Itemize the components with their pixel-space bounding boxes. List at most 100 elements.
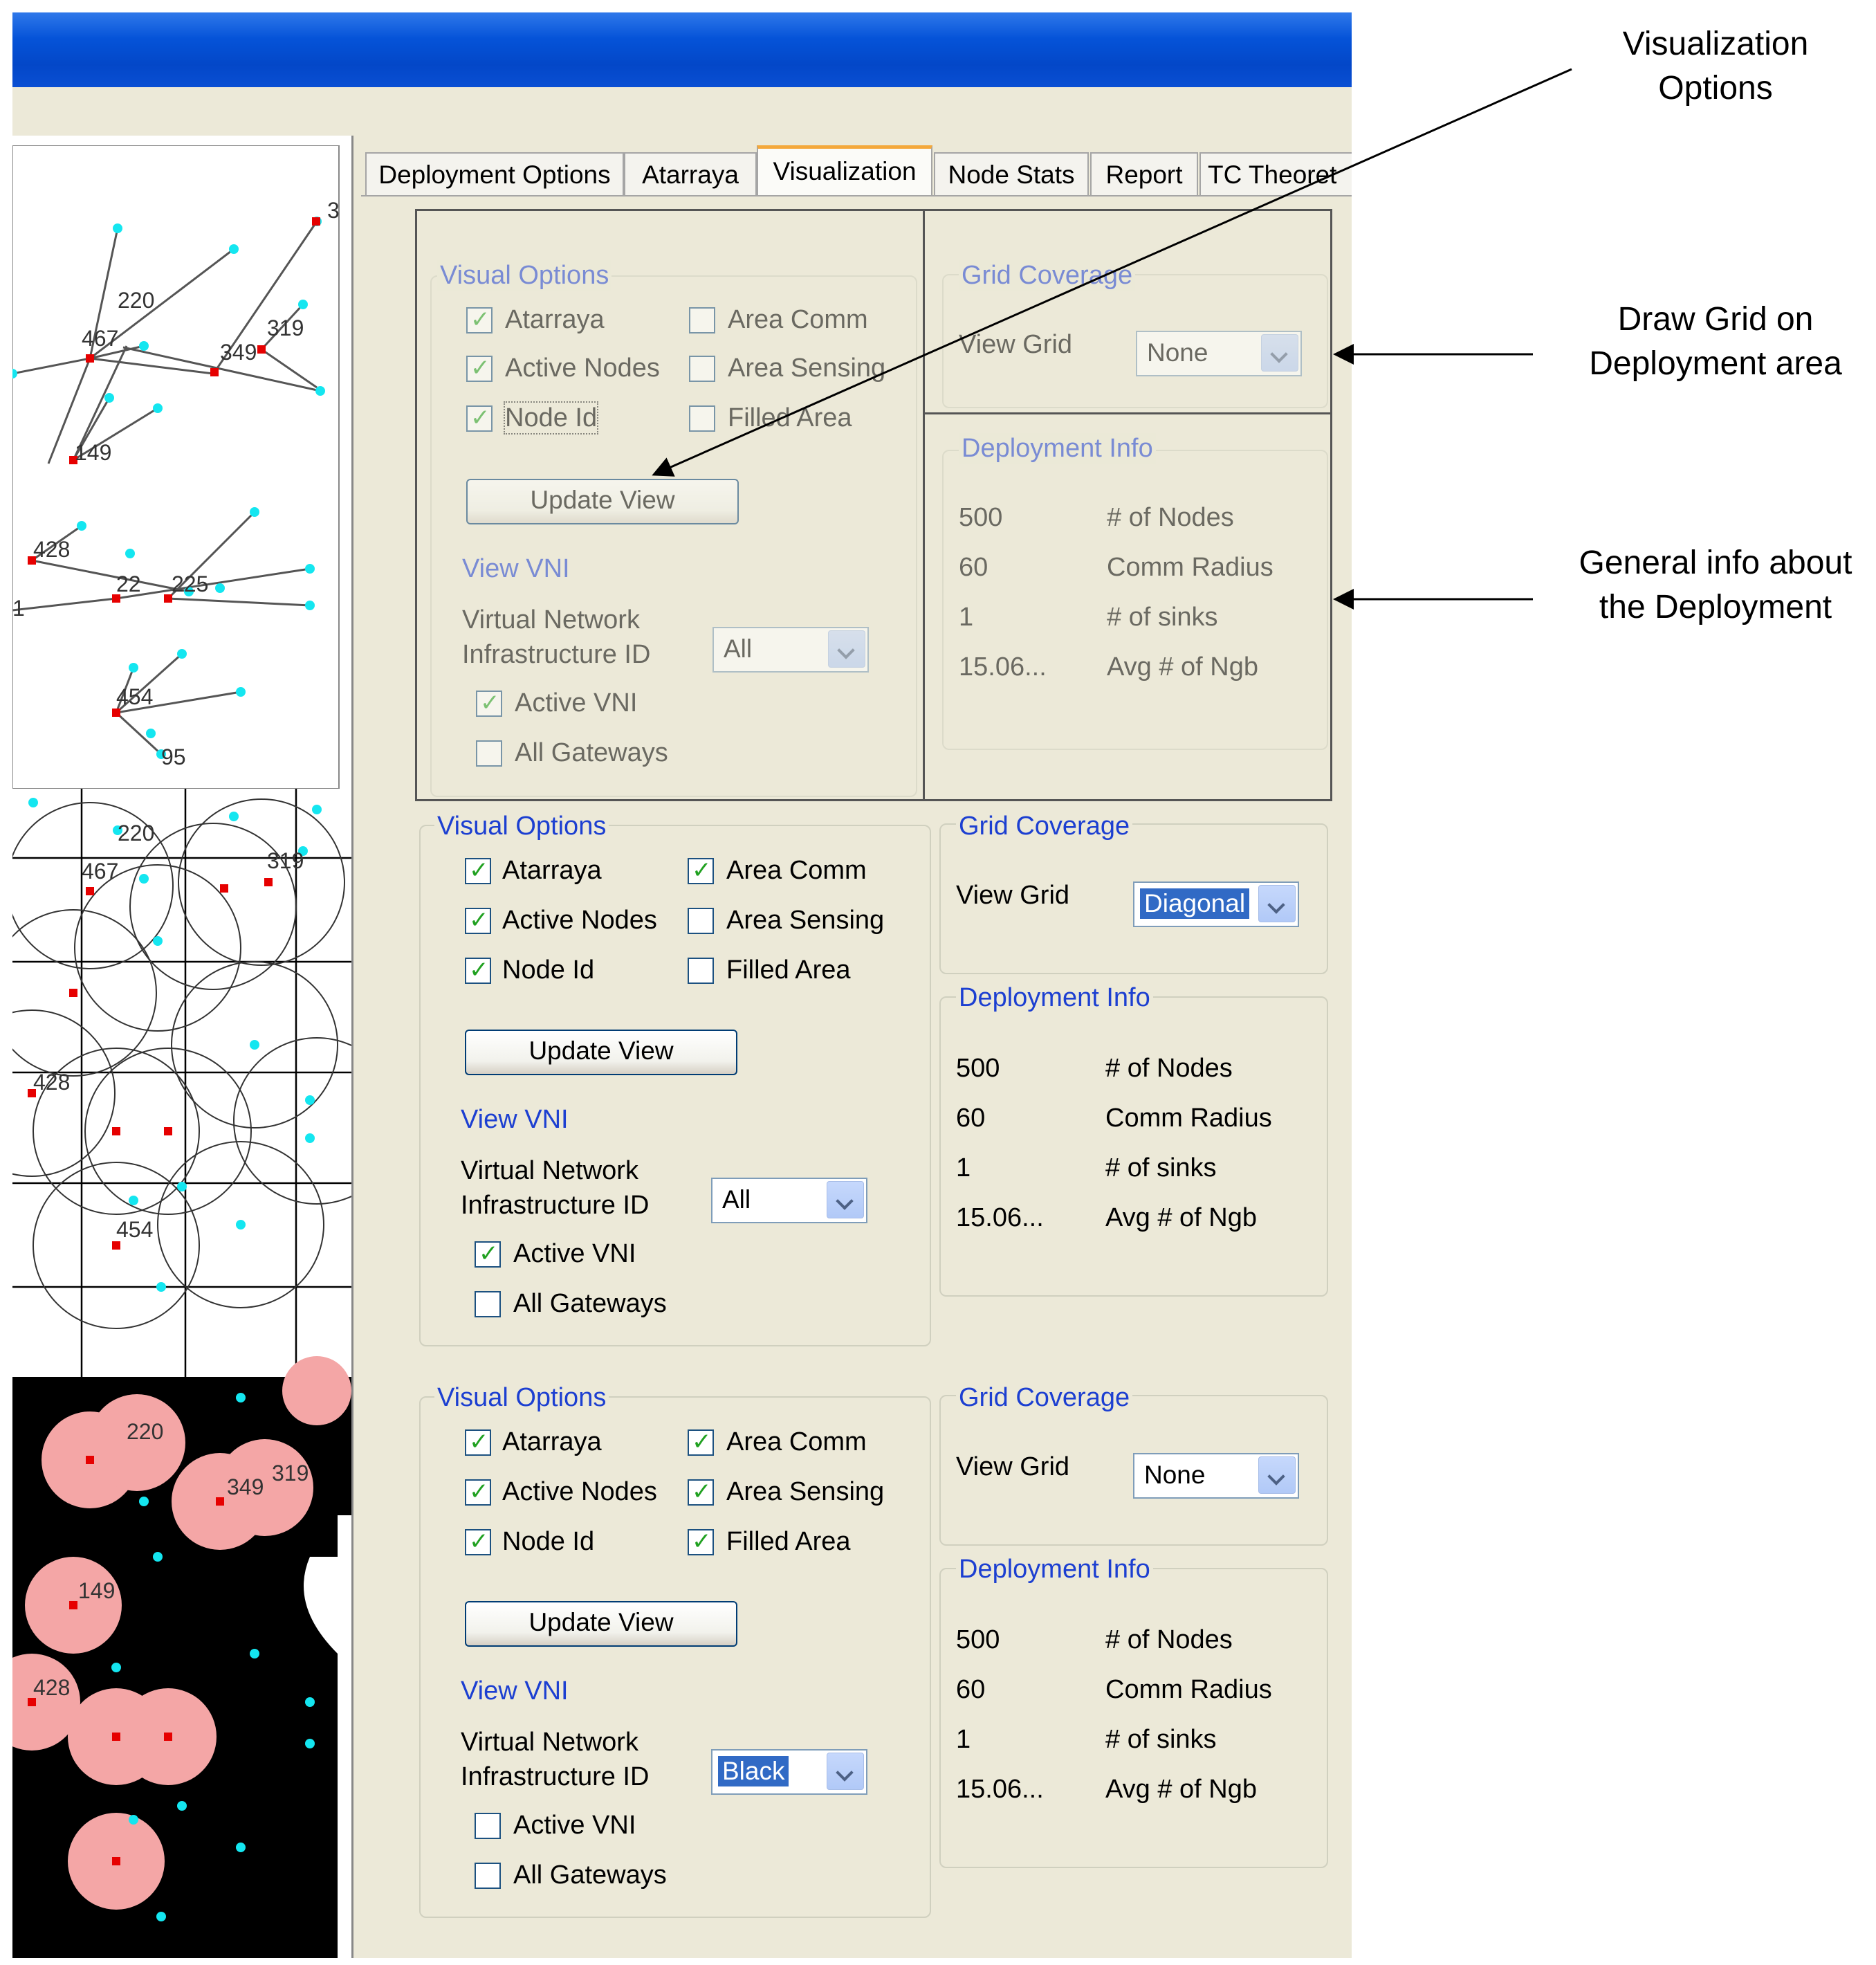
check-icon: ✓ [469, 1528, 489, 1555]
vni-label: Virtual Network [461, 1156, 638, 1185]
chevron-down-icon[interactable] [1261, 334, 1298, 372]
area-comm-checkbox[interactable]: ✓ [688, 1428, 714, 1456]
info-value: 500 [956, 1054, 1000, 1083]
sensing-areas [12, 1356, 351, 1910]
view-vni-link[interactable]: View VNI [462, 554, 570, 583]
node-label: 3 [327, 198, 340, 223]
node-label: 454 [116, 1217, 153, 1242]
grid-coverage-group [939, 823, 1328, 974]
chevron-down-icon[interactable] [827, 1181, 864, 1218]
chevron-down-icon[interactable] [1258, 885, 1296, 922]
view-vni-link[interactable]: View VNI [461, 1105, 569, 1134]
node-label: 319 [272, 1461, 309, 1486]
all-gateways-checkbox[interactable] [476, 740, 502, 767]
view-grid-select[interactable]: None [1136, 331, 1302, 376]
check-icon: ✓ [469, 857, 489, 884]
panel-1-frame [415, 209, 1332, 801]
annotation-line: Options [1658, 70, 1773, 107]
tab-report[interactable]: Report [1090, 152, 1198, 196]
view-grid-label: View Grid [956, 881, 1070, 910]
update-view-button[interactable]: Update View [465, 1601, 737, 1647]
vni-select-value: All [724, 634, 753, 663]
vni-label: Infrastructure ID [461, 1762, 650, 1791]
view-grid-label: View Grid [959, 330, 1073, 359]
area-sensing-checkbox[interactable]: ✓ [688, 1478, 714, 1506]
atarraya-checkbox[interactable]: ✓ [465, 1428, 491, 1456]
node-id-checkbox[interactable]: ✓ [466, 404, 493, 432]
active-vni-checkbox[interactable]: ✓ [476, 689, 502, 717]
view-vni-link[interactable]: View VNI [461, 1676, 569, 1706]
grid-coverage-legend: Grid Coverage [956, 1382, 1133, 1413]
view-grid-label: View Grid [956, 1452, 1070, 1481]
area-sensing-checkbox[interactable] [689, 356, 715, 382]
active-nodes-checkbox[interactable]: ✓ [466, 354, 493, 382]
panel-1-divider [923, 209, 925, 801]
vni-label: Virtual Network [461, 1728, 638, 1757]
tab-visualization[interactable]: Visualization [757, 145, 932, 196]
annotation-line: General info about [1579, 545, 1852, 581]
node-id-checkbox[interactable]: ✓ [465, 1528, 491, 1555]
node-label: 220 [118, 288, 154, 313]
node-label: 22 [116, 572, 141, 596]
update-view-button[interactable]: Update View [466, 479, 739, 524]
tab-tc-theoretical[interactable]: TC Theoret [1199, 152, 1352, 196]
view-grid-value: None [1147, 338, 1208, 367]
visual-options-legend: Visual Options [437, 260, 612, 291]
vni-select[interactable]: Black [711, 1749, 867, 1795]
info-label: # of Nodes [1107, 503, 1234, 532]
node-label: 1 [12, 596, 25, 621]
info-label: Avg # of Ngb [1107, 652, 1259, 682]
active-vni-checkbox[interactable]: ✓ [475, 1240, 501, 1268]
vni-select[interactable]: All [711, 1178, 867, 1223]
atarraya-checkbox[interactable]: ✓ [465, 857, 491, 884]
chevron-down-icon[interactable] [827, 1753, 864, 1790]
node-label: 428 [33, 537, 70, 562]
update-view-button[interactable]: Update View [465, 1030, 737, 1075]
tab-atarraya[interactable]: Atarraya [624, 152, 757, 196]
area-comm-checkbox[interactable] [689, 307, 715, 333]
node-label: 319 [267, 316, 304, 340]
chevron-down-icon[interactable] [828, 630, 865, 668]
all-gateways-label: All Gateways [515, 738, 668, 767]
vni-select[interactable]: All [712, 627, 869, 673]
chevron-down-icon[interactable] [1258, 1456, 1296, 1494]
area-sensing-checkbox[interactable] [688, 908, 714, 934]
deployment-canvas[interactable]: 220 319 349 467 149 428 22 225 1 454 95 … [12, 145, 351, 1958]
vni-select-value: Black [718, 1756, 789, 1786]
check-icon: ✓ [480, 689, 500, 717]
check-icon: ✓ [470, 306, 490, 333]
filled-area-checkbox[interactable] [689, 405, 715, 432]
deployment-info-legend: Deployment Info [959, 433, 1156, 464]
info-value: 500 [959, 503, 1003, 532]
check-icon: ✓ [470, 354, 490, 382]
all-gateways-checkbox[interactable] [475, 1863, 501, 1889]
view-grid-select[interactable]: Diagonal [1133, 881, 1299, 927]
check-icon: ✓ [692, 1528, 712, 1555]
vni-label: Infrastructure ID [461, 1191, 650, 1220]
tab-node-stats[interactable]: Node Stats [934, 152, 1089, 196]
visual-options-group [419, 825, 931, 1346]
tab-deployment-options[interactable]: Deployment Options [365, 152, 624, 196]
grid-coverage-legend: Grid Coverage [956, 811, 1133, 841]
atarraya-checkbox[interactable]: ✓ [466, 306, 493, 333]
filled-area-checkbox[interactable] [688, 958, 714, 984]
atarraya-label: Atarraya [505, 305, 605, 334]
active-vni-label: Active VNI [513, 1811, 636, 1840]
view-grid-select[interactable]: None [1133, 1453, 1299, 1499]
filled-area-label: Filled Area [726, 1527, 851, 1556]
active-vni-checkbox[interactable] [475, 1813, 501, 1839]
comm-circles [12, 798, 351, 1329]
active-nodes-checkbox[interactable]: ✓ [465, 1478, 491, 1506]
info-value: 15.06... [956, 1203, 1044, 1232]
filled-area-checkbox[interactable]: ✓ [688, 1528, 714, 1555]
vni-label: Virtual Network [462, 605, 640, 634]
window-title-bar[interactable] [12, 12, 1352, 87]
node-label: 428 [33, 1675, 70, 1700]
area-comm-checkbox[interactable]: ✓ [688, 857, 714, 884]
node-id-checkbox[interactable]: ✓ [465, 956, 491, 984]
node-id-label: Node Id [502, 1527, 595, 1556]
active-nodes-checkbox[interactable]: ✓ [465, 906, 491, 934]
splitter-handle[interactable] [351, 136, 361, 1958]
all-gateways-checkbox[interactable] [475, 1291, 501, 1317]
node-label: 149 [75, 440, 111, 465]
